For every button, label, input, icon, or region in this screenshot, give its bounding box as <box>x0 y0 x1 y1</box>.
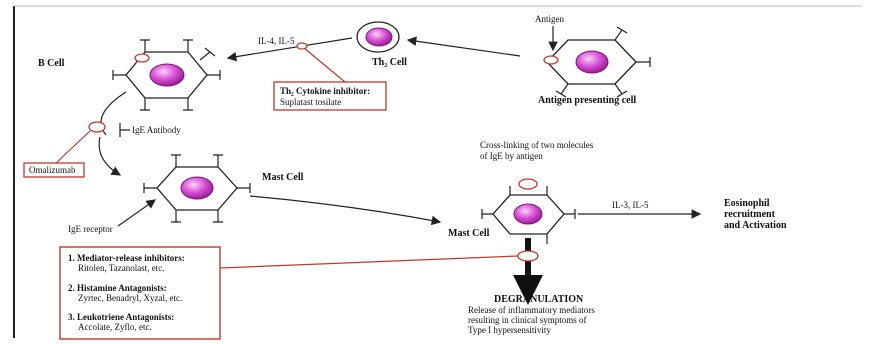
mediator-inhibitors-box <box>59 246 221 340</box>
release-line-3: Type I hypersensitivity <box>468 325 551 335</box>
mast-cell-right-label: Mast Cell <box>448 228 490 239</box>
antigen-presenting-cell <box>543 26 651 98</box>
omalizumab-box <box>23 162 85 178</box>
mast-cell-transition-arrow <box>249 195 442 226</box>
release-line-1: Release of inflammatory mediators <box>468 305 595 315</box>
crosslink-antigen-mark <box>518 178 538 190</box>
mast-cell-right <box>481 178 576 244</box>
mast-cell-left <box>143 154 251 223</box>
inhibitor-box-connector <box>219 255 519 269</box>
omalizumab-connector <box>55 130 91 164</box>
b-cell-label: B Cell <box>38 58 65 69</box>
th2-inhibitor-box <box>273 81 387 111</box>
b-cell-to-ige-line <box>100 91 127 136</box>
crosslink-line-1: Cross-linking of two molecules <box>480 140 594 150</box>
inhibitor-3-drugs: Accolate, Zyflo, etc. <box>78 322 152 332</box>
eosinophil-line-3: and Activation <box>724 220 787 231</box>
th2-inhibitor-drug: Suplatast tosilate <box>280 97 341 107</box>
ige-antibody-label: IgE Antibody <box>132 125 181 135</box>
th2-cell-label: Th₂ Cell <box>372 57 407 68</box>
il3-il5-label: IL-3, IL-5 <box>612 200 649 210</box>
apc-to-th2-arrow <box>406 36 521 57</box>
b-cell <box>112 39 221 111</box>
apc-label: Antigen presenting cell <box>538 95 636 106</box>
ige-receptor-label: IgE receptor <box>68 224 113 234</box>
antigen-label: Antigen <box>535 14 564 24</box>
crosslink-line-2: of IgE by antigen <box>480 151 543 161</box>
il4-il5-label: IL-4, IL-5 <box>258 36 295 46</box>
degranulation-block-mark <box>517 250 539 262</box>
ige-antibody-icon <box>119 123 130 137</box>
eosinophil-line-2: recruitment <box>724 209 776 220</box>
inhibitor-1-title: 1. Mediator-release inhibitors: <box>68 253 185 263</box>
inhibitor-list: 1. Mediator-release inhibitors: Ritolen,… <box>68 253 185 332</box>
th2-cell <box>356 21 400 53</box>
inhibitor-1-drugs: Ritolen, Tazanolast, etc. <box>78 263 164 273</box>
ige-receptor-pointer <box>117 199 156 227</box>
th2-inhibitor-title: Th₂ Cytokine inhibitor: <box>280 86 370 96</box>
ige-to-mast-cell-arrow <box>98 136 122 176</box>
inhibitor-3-title: 3. Leukotriene Antagonists: <box>68 312 174 322</box>
inhibitor-2-drugs: Zyrtec, Benadryl, Xyzal, etc. <box>78 293 182 303</box>
mast-cell-left-label: Mast Cell <box>262 172 304 183</box>
inhibitor-2-title: 2. Histamine Antagonists: <box>68 283 167 293</box>
omalizumab-label: Omalizumab <box>29 165 76 175</box>
release-line-2: resulting in clinical symptoms of <box>468 315 587 325</box>
degranulation-label: DEGRANULATION <box>494 294 584 305</box>
th2-inhibitor-connector <box>303 47 346 83</box>
eosinophil-line-1: Eosinophil <box>724 198 770 209</box>
th2-inhibitor-block-mark <box>296 42 308 50</box>
omalizumab-block-mark <box>88 121 106 133</box>
b-cell-receptor-block <box>134 53 150 63</box>
il4-il5-arrow <box>226 37 353 62</box>
